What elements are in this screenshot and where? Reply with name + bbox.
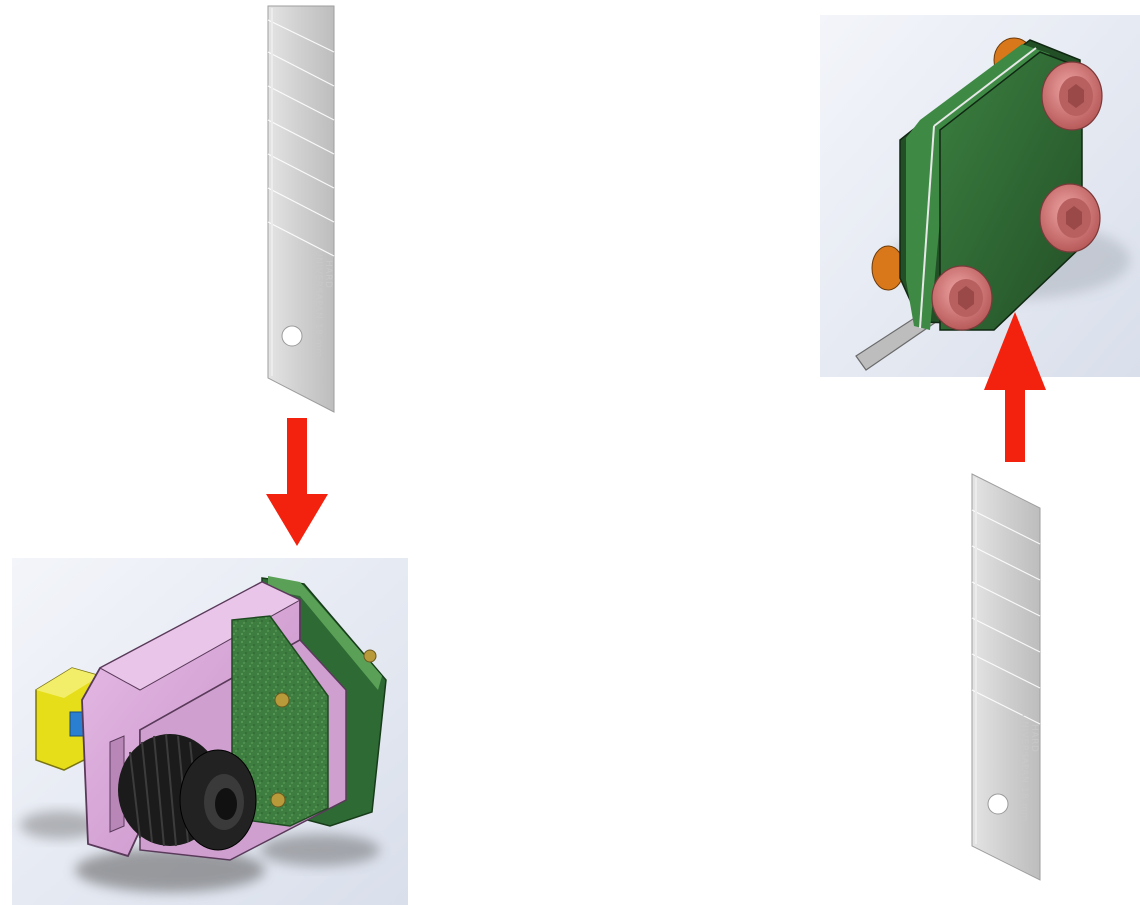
- arrow-down-icon: [266, 418, 328, 546]
- blade-print-1b: UNIVERSAL: [1019, 714, 1029, 771]
- blade-print-3b: JAPAN 18 mm: [1019, 753, 1029, 822]
- blade-print-2: HARD: [323, 260, 333, 289]
- blade-top-left: UNIVERSAL HARD JAPAN 18 mm: [267, 5, 335, 413]
- red-bolt-bottom: [931, 265, 993, 331]
- cartridge-render: [820, 15, 1140, 377]
- blade-bottom-right: UNIVERSAL HARD JAPAN 18 mm: [971, 473, 1041, 881]
- black-knurled-knob: [118, 733, 257, 851]
- red-bolt-right: [1039, 183, 1101, 253]
- arrow-up-icon: [984, 312, 1046, 462]
- blade-print-2b: HARD: [1029, 724, 1039, 753]
- holder-assembly-render: [12, 558, 408, 905]
- green-cartridge-plates: [899, 39, 1083, 331]
- blade-print-3: JAPAN 18 mm: [313, 289, 323, 358]
- red-bolt-top: [1041, 61, 1103, 131]
- blade-print-1: UNIVERSAL: [313, 250, 323, 307]
